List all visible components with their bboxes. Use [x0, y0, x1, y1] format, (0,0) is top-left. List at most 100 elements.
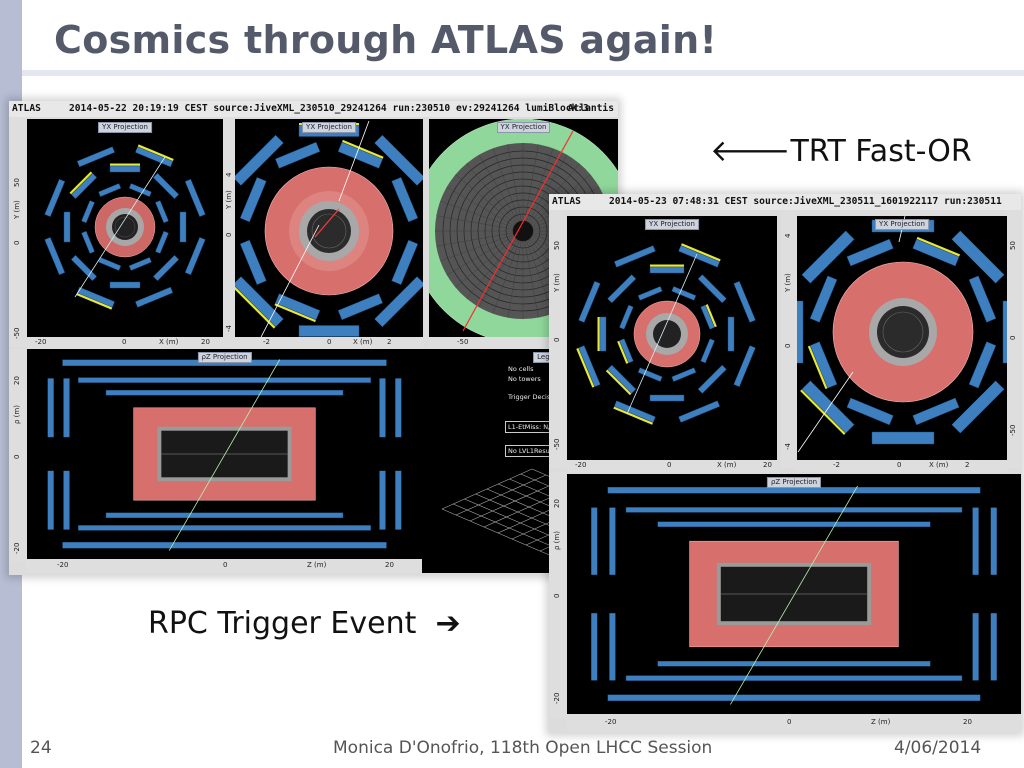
rhoz-projection-panel[interactable]: ρZ Projection — [567, 474, 1021, 714]
atlas-label: ATLAS — [12, 103, 41, 114]
muon-barrel — [78, 525, 371, 531]
tracker-spoke — [466, 163, 524, 232]
muon-chamber — [671, 367, 697, 382]
y-tick: 50 — [13, 178, 21, 187]
muon-chamber — [912, 238, 960, 267]
panel-tab[interactable]: YX Projection — [98, 122, 152, 133]
cosmic-track — [168, 359, 281, 551]
panel-tab[interactable]: ρZ Projection — [197, 352, 252, 363]
muon-chamber — [614, 400, 656, 423]
muon-endcap — [972, 507, 979, 575]
muon-chamber — [607, 274, 637, 304]
x-tick: 0 — [667, 461, 672, 469]
muon-endcap — [609, 507, 616, 575]
muon-chamber — [81, 230, 95, 254]
muon-chamber — [128, 183, 152, 197]
rhoz-projection-panel[interactable]: ρZ Projection — [27, 349, 422, 559]
muon-chamber — [678, 400, 720, 423]
trt-fast-or-label: 🡐TRT Fast-OR — [710, 133, 972, 169]
muon-chamber — [968, 341, 997, 389]
footer-presenter: Monica D'Onofrio, 118th Open LHCC Sessio… — [333, 738, 713, 758]
muon-chamber — [44, 237, 66, 276]
tracker-spoke — [522, 230, 539, 318]
yx-projection-panel-calo[interactable]: YX Projection — [235, 119, 423, 337]
muon-chamber — [76, 146, 115, 168]
event-header: ATLAS 2014-05-23 07:48:31 CEST source:Ji… — [549, 194, 1021, 210]
footer-date: 4/06/2014 — [894, 738, 982, 758]
y-tick: 0 — [553, 593, 561, 598]
trigger-hit — [342, 139, 384, 159]
x-axis-label: X (m) — [717, 461, 737, 469]
x-tick: 20 — [201, 338, 210, 346]
muon-chamber — [44, 178, 66, 217]
muon-chamber — [70, 172, 97, 199]
x-axis: -2 0 2 X (m) — [235, 337, 423, 349]
x-tick: 0 — [897, 461, 902, 469]
event-display-rpc: ATLAS 2014-05-22 20:19:19 CEST source:Ji… — [9, 101, 618, 575]
x-tick: 0 — [327, 338, 332, 346]
muon-chamber — [374, 276, 423, 328]
panel-tab[interactable]: YX Projection — [645, 219, 699, 230]
muon-chamber — [649, 266, 685, 274]
muon-endcap — [47, 378, 54, 438]
muon-barrel — [625, 507, 963, 513]
muon-endcap — [379, 378, 386, 438]
x-tick: 0 — [122, 338, 127, 346]
muon-endcap — [990, 613, 997, 681]
right-axis: 50 0 -50 — [1007, 210, 1021, 468]
trigger-hit — [110, 163, 140, 166]
tracker-spoke — [522, 154, 568, 232]
panel-tab[interactable]: YX Projection — [496, 122, 551, 133]
muon-barrel — [78, 377, 371, 383]
muon-chamber — [599, 316, 607, 352]
muon-chamber — [391, 177, 419, 223]
panel-tab[interactable]: YX Projection — [875, 219, 929, 230]
x-axis-label: X (m) — [929, 461, 949, 469]
tracker-spoke — [455, 230, 524, 288]
muon-chamber — [733, 281, 756, 323]
muon-barrel — [62, 541, 387, 549]
panel-tab[interactable]: YX Projection — [302, 122, 356, 133]
trigger-hit — [705, 304, 717, 328]
y-tick: -50 — [553, 438, 561, 450]
muon-chamber — [951, 230, 1005, 284]
y-tick: 20 — [13, 376, 21, 385]
muon-chamber — [801, 380, 855, 434]
x-tick: 20 — [963, 718, 972, 726]
muon-chamber — [155, 230, 169, 254]
y-tick: -20 — [553, 692, 561, 704]
trigger-hit — [597, 317, 600, 351]
x-tick: -2 — [833, 461, 840, 469]
y-tick: 4 — [225, 172, 233, 177]
y-tick: 0 — [13, 454, 21, 459]
rpc-trigger-label: RPC Trigger Event ➔ — [148, 606, 461, 641]
x-tick: -20 — [575, 461, 587, 469]
muon-chamber — [184, 178, 206, 217]
yx-projection-panel-wide[interactable]: YX Projection — [567, 216, 777, 460]
trigger-decision-text: Trigger Decisio — [508, 393, 557, 401]
y-axis-label: ρ (m) — [13, 405, 21, 424]
y-tick: 0 — [1009, 335, 1017, 340]
muon-chamber — [63, 211, 71, 243]
muon-chamber — [128, 257, 152, 271]
x-tick: -20 — [35, 338, 47, 346]
x-axis: -20 0 20 Z (m) — [27, 559, 422, 573]
x-tick: -2 — [263, 338, 270, 346]
y-tick: -4 — [784, 443, 792, 450]
muon-chamber — [912, 397, 960, 426]
yx-projection-panel-calo[interactable]: YX Projection — [797, 216, 1007, 460]
tracker-spoke — [466, 230, 524, 299]
muon-endcap — [47, 470, 54, 530]
muon-endcap — [972, 613, 979, 681]
event-info: 2014-05-22 20:19:19 CEST source:JiveXML_… — [69, 103, 589, 114]
trigger-hit — [681, 243, 721, 262]
yx-projection-panel-wide[interactable]: YX Projection — [27, 119, 223, 337]
slide-title: Cosmics through ATLAS again! — [54, 18, 718, 62]
title-divider — [22, 70, 1024, 76]
y-axis-label: Y (m) — [784, 273, 792, 292]
arrow-right-icon: ➔ — [435, 606, 461, 641]
y-axis-label: ρ (m) — [553, 531, 561, 550]
muon-chamber — [76, 286, 115, 308]
panel-tab[interactable]: ρZ Projection — [766, 477, 822, 488]
tracker-spoke — [436, 230, 524, 247]
